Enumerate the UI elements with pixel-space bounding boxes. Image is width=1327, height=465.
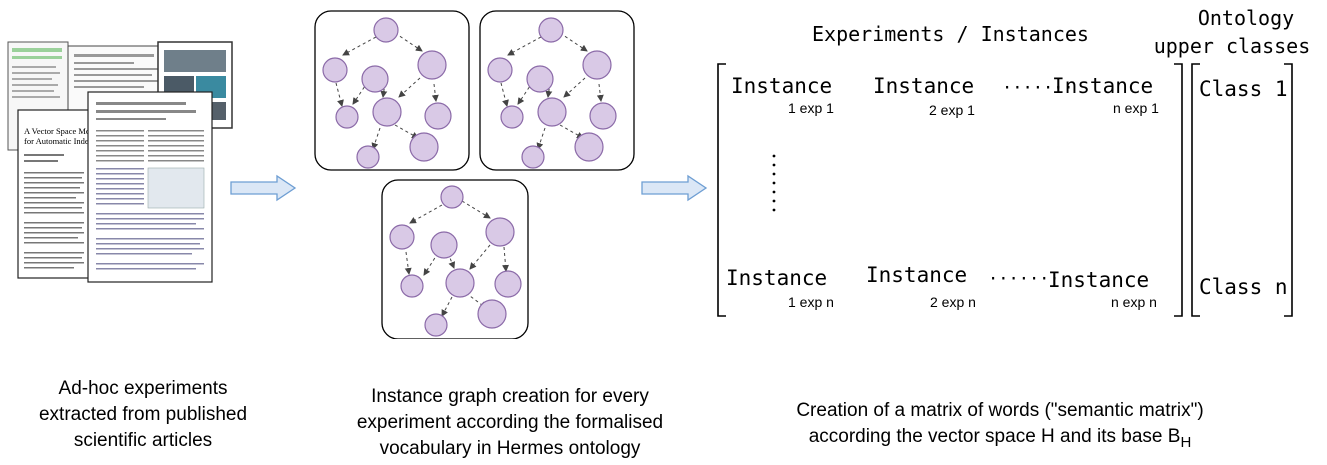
- matrix-cell-sub-rown-col1: 1 exp n: [788, 294, 834, 310]
- instance-graph: [314, 10, 470, 171]
- matrix-cell-rown-coln: Instance: [1048, 268, 1150, 292]
- matrix-cell-sub-rown-coln: n exp n: [1111, 294, 1157, 310]
- caption-left-line-3: scientific articles: [73, 430, 213, 451]
- caption-left-line-2: extracted from published: [38, 404, 248, 425]
- caption-right-line-2-wrap: according the vector space H and its bas…: [720, 424, 1280, 456]
- instance-graphs: [314, 10, 635, 339]
- caption-right: Creation of a matrix of words ("semantic…: [720, 398, 1280, 456]
- caption-middle-line-2: experiment according the formalised: [356, 412, 664, 433]
- matrix-cell-row1-col1: Instance: [731, 74, 833, 98]
- caption-right-subscript: H: [1180, 433, 1192, 451]
- matrix-ellipsis-rown: ·······: [988, 269, 1060, 289]
- article-collage: A Vector Space Model for Automatic Index…: [0, 38, 240, 288]
- matrix-cell-rown-col1: Instance: [726, 266, 828, 290]
- caption-right-line-1: Creation of a matrix of words ("semantic…: [796, 400, 1204, 421]
- matrix-cell-rown-col2: Instance: [866, 263, 968, 287]
- matrix-cell-sub-row1-col2: 2 exp 1: [929, 102, 975, 118]
- caption-middle-line-1: Instance graph creation for every: [371, 386, 649, 407]
- matrix-header: Experiments / Instances: [812, 22, 1089, 46]
- caption-middle-line-3: vocabulary in Hermes ontology: [379, 438, 641, 459]
- article-title-line-1: A Vector Space Model: [24, 126, 101, 136]
- ontology-header-line-2: upper classes: [1153, 34, 1311, 58]
- matrix-cell-row1-col2: Instance: [873, 74, 975, 98]
- caption-middle: Instance graph creation for every experi…: [300, 384, 720, 462]
- matrix-vertical-ellipsis: [772, 154, 776, 212]
- caption-left: Ad-hoc experiments extracted from publis…: [0, 376, 286, 454]
- matrix-brackets: [717, 63, 1293, 317]
- class-first: Class 1: [1199, 77, 1288, 101]
- matrix-ellipsis-row1: ·······: [1002, 78, 1074, 98]
- caption-left-line-1: Ad-hoc experiments: [58, 378, 228, 399]
- right-arrow-icon: [230, 174, 297, 202]
- article-pages-illustration: A Vector Space Model for Automatic Index…: [7, 41, 233, 283]
- instance-graph: [479, 10, 635, 171]
- right-arrow-icon: [641, 174, 708, 202]
- article-title-line-2: for Automatic Indexing: [24, 136, 105, 146]
- matrix-cell-sub-row1-coln: n exp 1: [1113, 100, 1159, 116]
- ontology-header-line-1: Ontology: [1197, 6, 1295, 30]
- caption-right-line-2: according the vector space H and its bas…: [808, 426, 1181, 447]
- instance-graph: [381, 179, 529, 339]
- matrix-cell-sub-rown-col2: 2 exp n: [930, 294, 976, 310]
- matrix-cell-row1-coln: Instance: [1052, 74, 1154, 98]
- class-last: Class n: [1199, 275, 1288, 299]
- matrix-cell-sub-row1-col1: 1 exp 1: [788, 100, 834, 116]
